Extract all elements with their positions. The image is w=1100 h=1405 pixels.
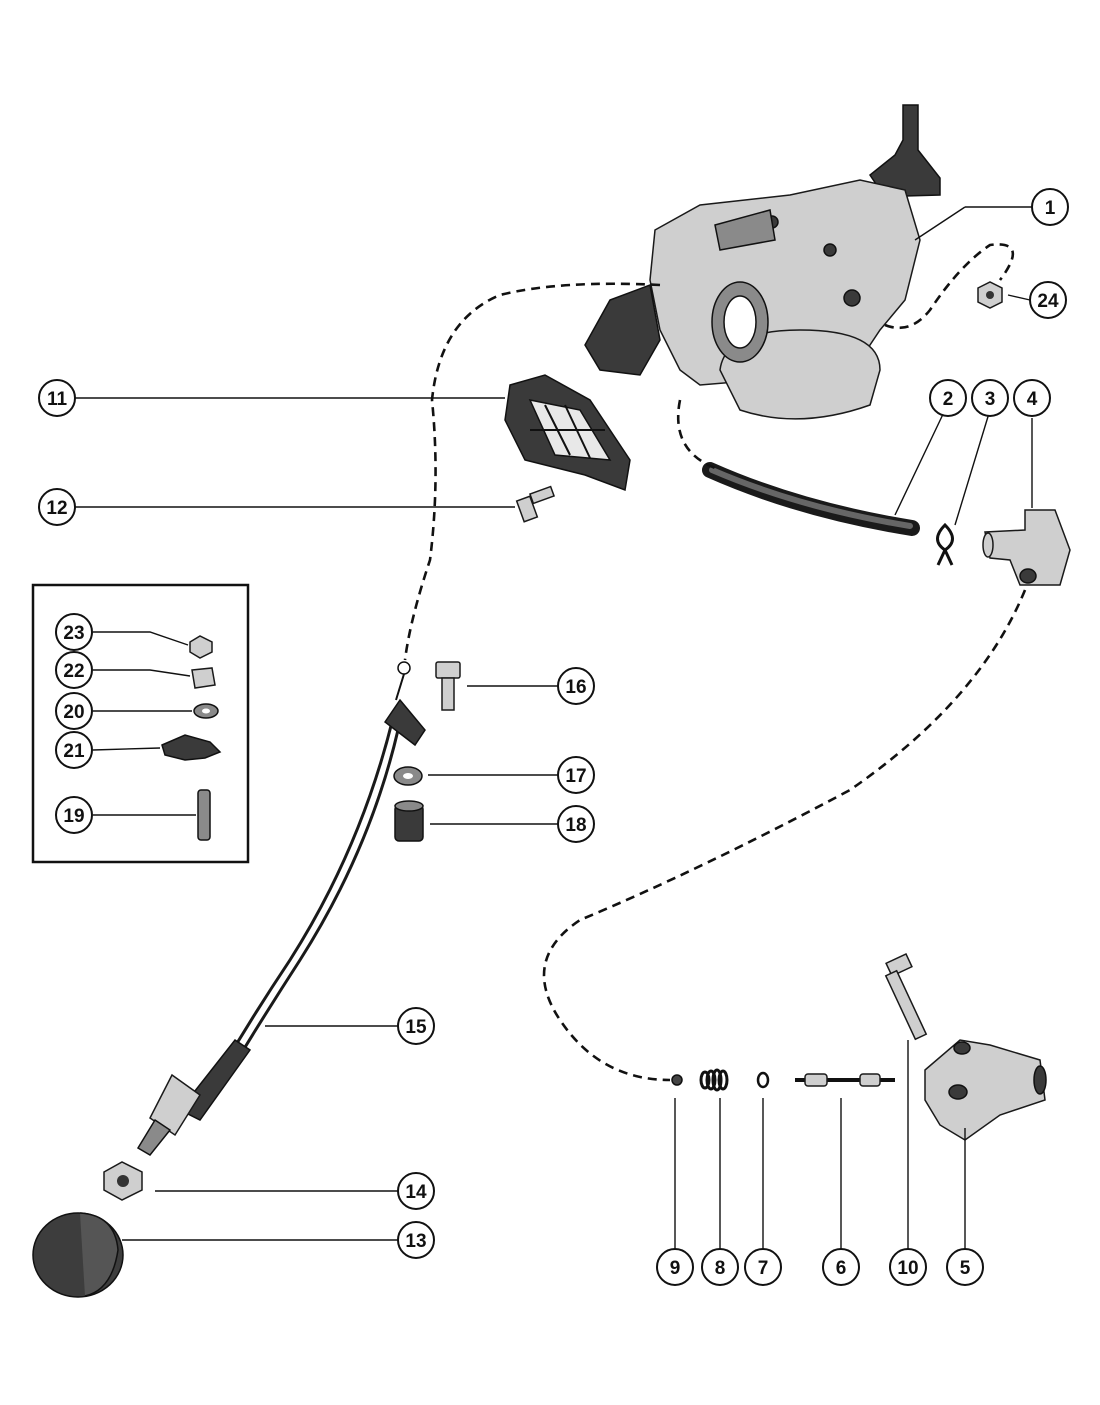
callout-22: 22: [55, 651, 93, 689]
callout-20: 20: [55, 692, 93, 730]
filter-plate-part: [504, 374, 631, 492]
callout-15: 15: [397, 1007, 435, 1045]
callout-4: 4: [1013, 379, 1051, 417]
svg-text:22: 22: [63, 661, 84, 682]
ball-part-9: [671, 1074, 683, 1086]
callout-1: 1: [1031, 188, 1069, 226]
svg-text:21: 21: [63, 741, 85, 762]
svg-text:9: 9: [670, 1258, 681, 1279]
carburetor-part: [584, 104, 941, 420]
spacer-part-18: [394, 800, 424, 842]
o-ring-part-7: [756, 1071, 770, 1089]
svg-text:18: 18: [565, 815, 586, 836]
callout-14: 14: [397, 1172, 435, 1210]
svg-text:24: 24: [1037, 291, 1059, 312]
callout-12: 12: [38, 488, 76, 526]
callout-3: 3: [971, 379, 1009, 417]
callout-5: 5: [946, 1248, 984, 1286]
callout-2: 2: [929, 379, 967, 417]
hose-clamp-part: [936, 522, 954, 566]
svg-text:12: 12: [46, 498, 67, 519]
svg-text:2: 2: [943, 389, 954, 410]
callout-17: 17: [557, 756, 595, 794]
svg-text:13: 13: [405, 1231, 426, 1252]
svg-text:23: 23: [63, 623, 84, 644]
svg-text:10: 10: [897, 1258, 918, 1279]
callout-7: 7: [744, 1248, 782, 1286]
knob-part-13: [32, 1212, 124, 1298]
svg-text:17: 17: [565, 766, 586, 787]
callout-21: 21: [55, 731, 93, 769]
assembly-paths: [403, 243, 1027, 1082]
callout-18: 18: [557, 805, 595, 843]
callout-11: 11: [38, 379, 76, 417]
svg-text:3: 3: [985, 389, 996, 410]
choke-cable-part: [136, 661, 426, 1156]
svg-text:6: 6: [836, 1258, 847, 1279]
svg-text:15: 15: [405, 1017, 427, 1038]
svg-text:4: 4: [1027, 389, 1038, 410]
callout-6: 6: [822, 1248, 860, 1286]
svg-text:11: 11: [47, 389, 68, 410]
callout-24: 24: [1029, 281, 1067, 319]
callout-16: 16: [557, 667, 595, 705]
needle-part-6: [795, 1073, 895, 1087]
svg-text:16: 16: [565, 677, 586, 698]
callout-9: 9: [656, 1248, 694, 1286]
svg-text:19: 19: [63, 806, 84, 827]
bolt-part-10: [884, 953, 928, 1041]
svg-text:8: 8: [715, 1258, 726, 1279]
callout-10: 10: [889, 1248, 927, 1286]
inset-parts-box: [31, 583, 250, 864]
callout-13: 13: [397, 1221, 435, 1259]
callout-19: 19: [55, 796, 93, 834]
svg-text:1: 1: [1045, 198, 1056, 219]
spring-part-8: [699, 1068, 729, 1092]
leader-lines: [75, 206, 1033, 1250]
valve-body-part: [924, 1039, 1047, 1141]
callout-23: 23: [55, 613, 93, 651]
bolt-part-16: [435, 661, 461, 711]
svg-text:7: 7: [758, 1258, 769, 1279]
callout-8: 8: [701, 1248, 739, 1286]
svg-text:14: 14: [405, 1182, 427, 1203]
screw-part-12: [515, 485, 556, 523]
svg-text:20: 20: [63, 702, 84, 723]
svg-text:5: 5: [960, 1258, 971, 1279]
elbow-fitting-part: [982, 509, 1071, 586]
